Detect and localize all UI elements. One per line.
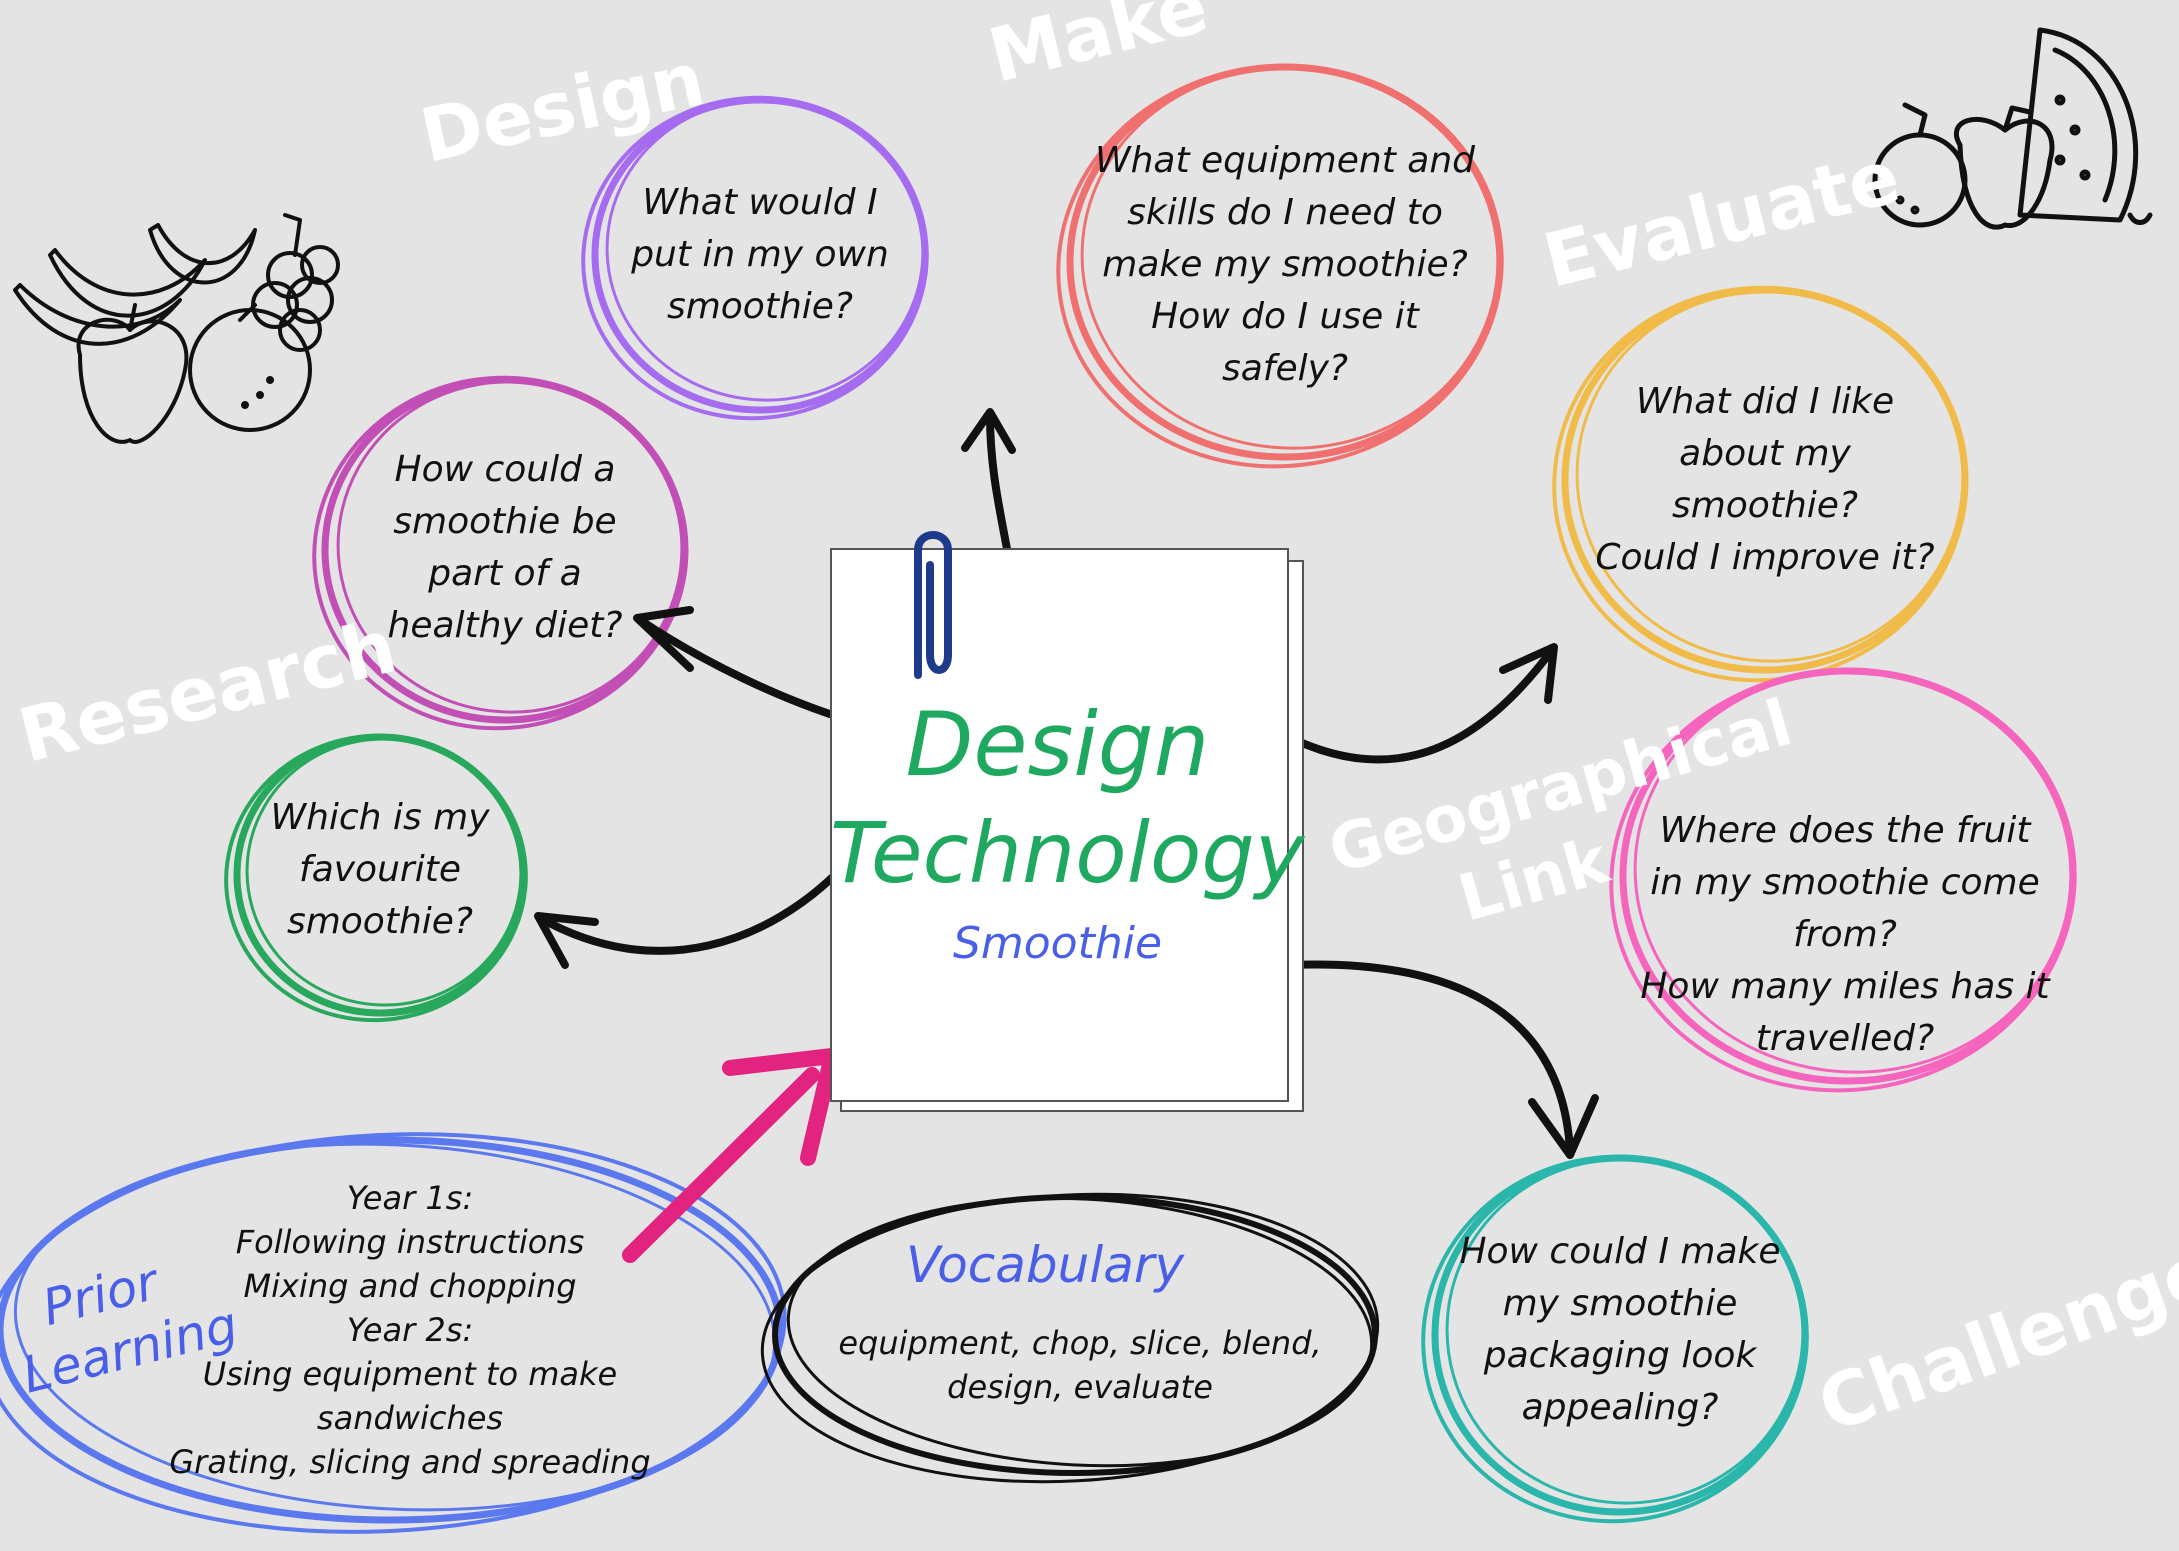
text-line: How many miles has it bbox=[1640, 966, 2050, 1007]
design-ring bbox=[581, 95, 929, 421]
text-line: Using equipment to make bbox=[202, 1355, 618, 1393]
text-line: in my smoothie come bbox=[1650, 862, 2040, 903]
text-line: What would I bbox=[642, 182, 878, 223]
node-geographical: Where does the fruit in my smoothie come f… bbox=[1640, 800, 2050, 1070]
evaluate-ring bbox=[1552, 285, 1969, 683]
arrow-to-design bbox=[961, 408, 1016, 569]
arrow-to-healthy bbox=[633, 606, 859, 726]
text-line: What equipment and bbox=[1094, 140, 1476, 181]
text-line: smoothie be bbox=[393, 500, 617, 542]
text-line: part of a bbox=[428, 552, 582, 594]
favourite-ring bbox=[224, 733, 528, 1023]
text-line: smoothie? bbox=[286, 901, 474, 942]
vocabulary-ring bbox=[760, 1192, 1380, 1484]
vocabulary-title: Vocabulary bbox=[905, 1236, 1185, 1294]
center-title-line1: Design bbox=[905, 693, 1210, 796]
text-line: favourite bbox=[299, 849, 461, 890]
paperclip-icon bbox=[914, 531, 952, 679]
text-line: make my smoothie? bbox=[1102, 244, 1468, 285]
text-line: skills do I need to bbox=[1127, 192, 1443, 233]
node-evaluate: What did I like about my smoothie? Could I … bbox=[1580, 370, 1950, 590]
make-ring bbox=[1056, 63, 1504, 469]
text-line: sandwiches bbox=[316, 1399, 504, 1437]
text-line: from? bbox=[1793, 914, 1897, 955]
vocabulary-words: equipment, chop, slice, blend, design, ev… bbox=[838, 1315, 1321, 1415]
text-line: equipment, chop, slice, blend, bbox=[838, 1324, 1322, 1362]
text-line: Which is my bbox=[270, 797, 490, 838]
node-make: What equipment and skills do I need to mak… bbox=[1080, 125, 1490, 405]
geographical-ring bbox=[1609, 667, 2077, 1093]
text-line: design, evaluate bbox=[947, 1368, 1213, 1406]
text-line: Mixing and chopping bbox=[243, 1267, 577, 1305]
center-title-line2: Technology bbox=[830, 804, 1305, 902]
text-line: travelled? bbox=[1755, 1018, 1935, 1059]
text-line: healthy diet? bbox=[387, 604, 623, 646]
text-line: packaging look bbox=[1483, 1335, 1757, 1376]
node-challenge: How could I make my smoothie packaging loo… bbox=[1459, 1220, 1781, 1440]
text-line: smoothie? bbox=[666, 286, 854, 327]
text-line: Grating, slicing and spreading bbox=[169, 1443, 651, 1481]
fruit-basket-icon bbox=[13, 213, 340, 444]
fruit-watermelon-icon bbox=[1872, 27, 2153, 230]
text-line: Year 1s: bbox=[346, 1179, 474, 1217]
challenge-ring bbox=[1421, 1154, 1809, 1524]
text-line: appealing? bbox=[1521, 1387, 1719, 1428]
node-favourite: Which is my favourite smoothie? bbox=[250, 790, 510, 950]
node-design: What would I put in my own smoothie? bbox=[600, 140, 920, 370]
text-line: Where does the fruit bbox=[1659, 810, 2031, 851]
text-line: my smoothie bbox=[1502, 1283, 1738, 1324]
text-line: about my bbox=[1679, 433, 1851, 474]
text-line: Following instructions bbox=[235, 1223, 585, 1261]
arrow-to-challenge bbox=[1286, 960, 1599, 1159]
arrow-to-favourite bbox=[534, 866, 844, 969]
arrow-from-prior-learning bbox=[622, 1048, 840, 1263]
text-line: Could I improve it? bbox=[1595, 537, 1935, 578]
text-line: What did I like bbox=[1635, 381, 1895, 422]
node-healthy-diet: How could a smoothie be part of a healthy d… bbox=[345, 435, 665, 660]
healthy-diet-ring bbox=[312, 375, 689, 731]
center-paper bbox=[830, 548, 1289, 1102]
text-line: How could I make bbox=[1459, 1231, 1781, 1272]
arrow-to-evaluate bbox=[1266, 643, 1558, 764]
text-line: put in my own bbox=[631, 234, 889, 275]
text-line: Year 2s: bbox=[346, 1311, 474, 1349]
text-line: smoothie? bbox=[1671, 485, 1859, 526]
text-line: How do I use it bbox=[1151, 296, 1419, 337]
text-line: safely? bbox=[1221, 348, 1349, 389]
center-subtitle: Smoothie bbox=[952, 918, 1163, 969]
text-line: How could a bbox=[394, 448, 616, 490]
